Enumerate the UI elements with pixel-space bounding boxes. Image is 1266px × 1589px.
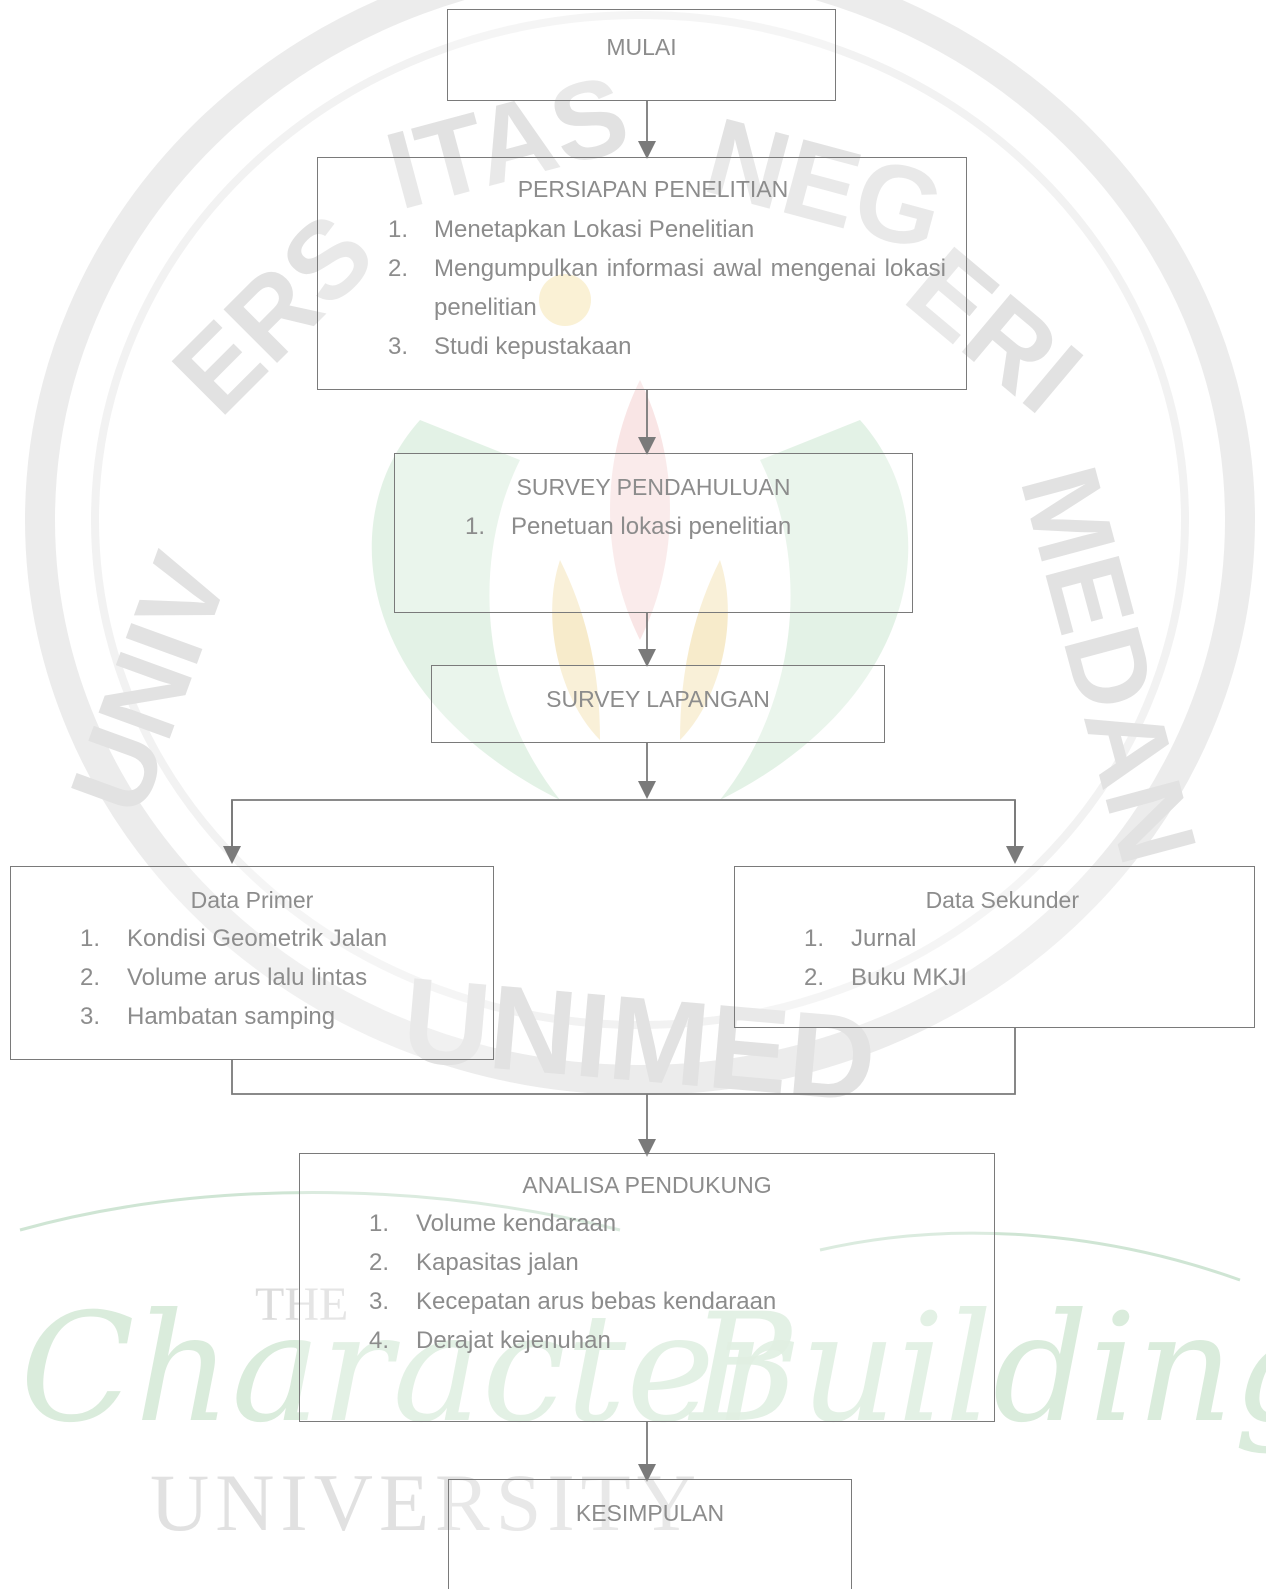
field-survey-title: SURVEY LAPANGAN — [546, 686, 770, 712]
list-item: 1.Jurnal — [804, 925, 917, 952]
preliminary-survey-list: 1.Penetuan lokasi penelitian — [465, 507, 885, 546]
list-item: 1.Penetuan lokasi penelitian — [465, 513, 792, 540]
preparation-list: 1.Menetapkan Lokasi Penelitian 2.Mengump… — [388, 210, 946, 366]
list-item: 1.Volume kendaraan — [369, 1210, 617, 1237]
preliminary-survey-title: SURVEY PENDAHULUAN — [516, 474, 791, 500]
preparation-box: PERSIAPAN PENELITIAN 1.Menetapkan Lokasi… — [317, 157, 967, 390]
analysis-list: 1.Volume kendaraan 2.Kapasitas jalan 3.K… — [369, 1204, 949, 1360]
split-connector — [231, 799, 1016, 852]
list-item: 3.Kecepatan arus bebas kendaraan — [369, 1288, 777, 1315]
conclusion-title: KESIMPULAN — [575, 1500, 725, 1526]
analysis-box: ANALISA PENDUKUNG 1.Volume kendaraan 2.K… — [299, 1153, 995, 1422]
primary-data-title: Data Primer — [190, 887, 314, 913]
list-item: 1.Menetapkan Lokasi Penelitian — [388, 216, 755, 243]
list-item: 3.Studi kepustakaan — [388, 333, 632, 360]
preliminary-survey-box: SURVEY PENDAHULUAN 1.Penetuan lokasi pen… — [394, 453, 913, 613]
svg-text:UNIV: UNIV — [47, 539, 252, 828]
list-item: 2.Mengumpulkan informasi awal mengenai l… — [388, 255, 946, 321]
field-survey-box: SURVEY LAPANGAN — [431, 665, 885, 743]
start-box: MULAI — [447, 9, 836, 101]
analysis-title: ANALISA PENDUKUNG — [522, 1172, 772, 1198]
list-item: 4.Derajat kejenuhan — [369, 1327, 611, 1354]
secondary-data-list: 1.Jurnal 2.Buku MKJI — [804, 919, 1204, 997]
preparation-title: PERSIAPAN PENELITIAN — [517, 176, 789, 202]
list-item: 1.Kondisi Geometrik Jalan — [80, 925, 388, 952]
list-item: 3.Hambatan samping — [80, 1003, 336, 1030]
primary-data-box: Data Primer 1.Kondisi Geometrik Jalan 2.… — [10, 866, 494, 1060]
conclusion-box: KESIMPULAN — [448, 1479, 852, 1589]
list-item: 2.Volume arus lalu lintas — [80, 964, 368, 991]
start-title: MULAI — [606, 34, 677, 60]
list-item: 2.Kapasitas jalan — [369, 1249, 579, 1276]
secondary-data-title: Data Sekunder — [925, 887, 1079, 913]
list-item: 2.Buku MKJI — [804, 964, 968, 991]
svg-text:MEDAN: MEDAN — [997, 454, 1220, 875]
secondary-data-box: Data Sekunder 1.Jurnal 2.Buku MKJI — [734, 866, 1255, 1028]
primary-data-list: 1.Kondisi Geometrik Jalan 2.Volume arus … — [80, 919, 480, 1036]
